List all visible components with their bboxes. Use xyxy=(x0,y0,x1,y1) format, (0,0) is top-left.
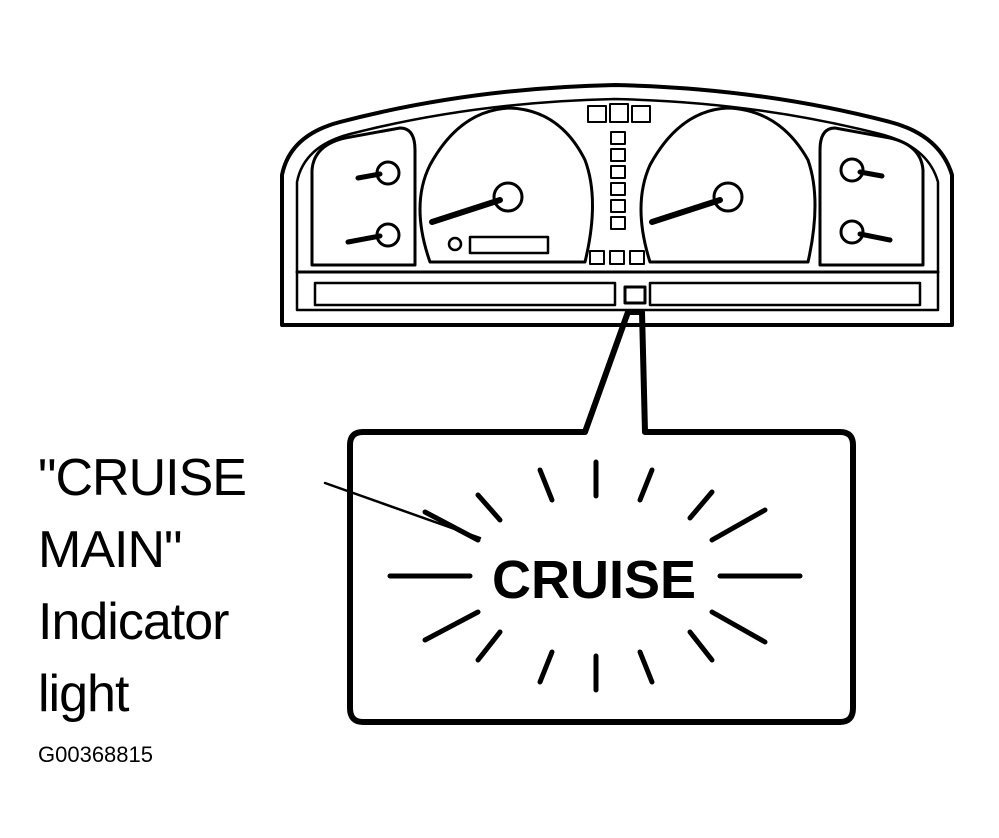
speedometer-gauge-icon xyxy=(418,106,594,264)
cruise-indicator-text: CRUISE xyxy=(492,550,696,610)
left-small-gauges xyxy=(310,126,417,267)
right-small-gauges xyxy=(818,126,925,267)
callout-label-line: Indicator xyxy=(38,593,229,651)
instrument-cluster-icon xyxy=(280,83,954,327)
callout-bubble xyxy=(347,309,856,725)
callout-label-line: "CRUISE xyxy=(38,449,247,507)
callout-label: "CRUISE MAIN" Indicator light xyxy=(38,442,338,730)
warning-lamps xyxy=(587,103,651,265)
figure-id: G00368815 xyxy=(38,742,153,767)
tachometer-gauge-icon xyxy=(639,106,817,264)
callout-label-line: light xyxy=(38,665,129,723)
light-burst-icon xyxy=(387,459,803,693)
indicator-lamp-icon xyxy=(623,285,647,305)
callout-label-line: MAIN" xyxy=(38,521,182,579)
